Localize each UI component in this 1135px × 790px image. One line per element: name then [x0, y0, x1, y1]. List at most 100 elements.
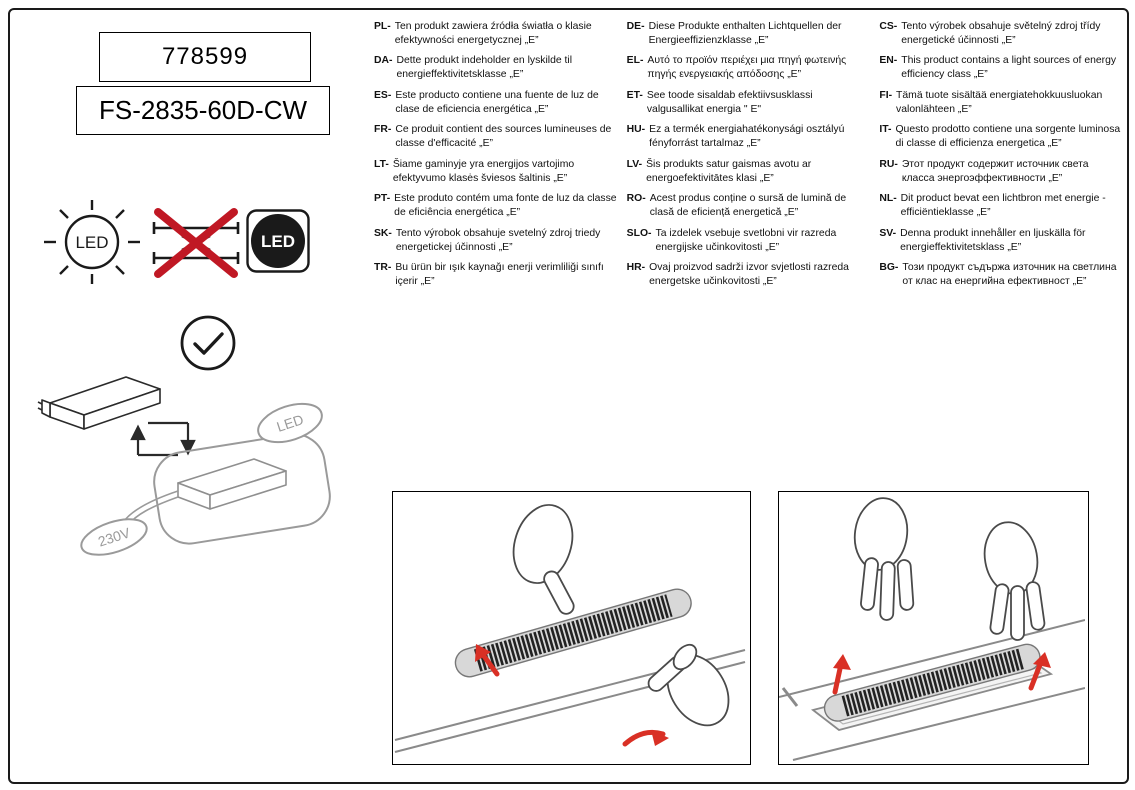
language-code: SLO-: [626, 227, 652, 239]
check-circle-icon: [180, 315, 236, 371]
translation-entry: IT- Questo prodotto contiene una sorgent…: [879, 123, 1122, 150]
translation-text: Ten produkt zawiera źródła światła o kla…: [394, 21, 592, 46]
translation-text: Šiame gaminyje yra energijos vartojimo e…: [392, 158, 575, 184]
translation-entry: FI- Tämä tuote sisältää energiatehokkuus…: [879, 89, 1122, 116]
translation-entry: FR- Ce produit contient des sources lumi…: [374, 123, 617, 150]
red-arrow-right: [1028, 652, 1051, 691]
language-code: NL-: [879, 193, 897, 205]
translation-text: Questo prodotto contiene una sorgente lu…: [895, 124, 1121, 150]
language-code: HR-: [626, 262, 646, 274]
translation-text: Tento výrobok obsahuje svetelný zdroj tr…: [395, 227, 601, 253]
language-code: DE-: [626, 21, 645, 32]
product-number-box: 778599: [99, 32, 311, 82]
language-code: LV-: [626, 158, 643, 170]
diagram-230v-oval: 230V: [80, 518, 148, 556]
translations-column-3: CS- Tento výrobek obsahuje světelný zdro…: [879, 20, 1122, 296]
language-code: SV-: [879, 227, 897, 239]
translation-text: This product contains a light sources of…: [901, 55, 1117, 81]
translation-entry: BG- Този продукт съдържа източник на све…: [879, 261, 1122, 288]
translation-text: Bu ürün bir ışık kaynağı enerji verimlil…: [395, 262, 604, 288]
language-code: BG-: [879, 262, 899, 274]
translation-entry: HR- Ovaj proizvod sadrži izvor svjetlost…: [627, 261, 870, 288]
language-code: ET-: [626, 89, 643, 101]
translation-text: Diese Produkte enthalten Lichtquellen de…: [648, 21, 842, 46]
driver-replacement-diagram: LED 230V: [37, 315, 331, 556]
translation-entry: SLO- Ta izdelek vsebuje svetlobni vir ra…: [627, 227, 870, 254]
translation-text: Ez a termék energiahatékonysági osztályú…: [649, 124, 845, 150]
translation-entry: NL- Dit product bevat een lichtbron met …: [879, 192, 1122, 219]
sheet-border: 778599 FS-2835-60D-CW LED: [8, 8, 1129, 784]
translation-entry: ES- Este producto contiene una fuente de…: [374, 89, 617, 116]
language-code: EL-: [626, 55, 644, 67]
translations-column-1: PL- Ten produkt zawiera źródła światła o…: [374, 20, 617, 296]
exchange-arrows-icon: [130, 421, 196, 457]
translation-text: Šis produkts satur gaismas avotu ar ener…: [646, 158, 812, 184]
language-code: ES-: [374, 89, 392, 101]
translation-text: Dit product bevat een lichtbron met ener…: [900, 193, 1106, 219]
hand-left: [853, 497, 915, 621]
red-arrow-left: [832, 654, 851, 695]
translation-entry: EL- Αυτό το προϊόν περιέχει μια πηγή φωτ…: [627, 54, 870, 81]
led-strip: [454, 588, 692, 678]
translation-entry: PT- Este produto contém uma fonte de luz…: [374, 192, 617, 219]
language-code: FI-: [879, 89, 893, 101]
translation-text: Dette produkt indeholder en lyskilde til…: [396, 55, 573, 81]
translations-column-2: DE- Diese Produkte enthalten Lichtquelle…: [627, 20, 870, 296]
language-code: TR-: [374, 262, 392, 274]
language-code: EN-: [879, 55, 898, 67]
translation-entry: EN- This product contains a light source…: [879, 54, 1122, 81]
red-cross-icon: [154, 208, 238, 278]
translation-entry: LT- Šiame gaminyje yra energijos vartoji…: [374, 158, 617, 185]
led-driver-new: [177, 458, 287, 510]
installation-panel-1: [392, 491, 751, 765]
translation-text: Tento výrobek obsahuje světelný zdroj tř…: [901, 21, 1101, 46]
red-arrow-bottom: [622, 729, 669, 747]
led-badge-label: LED: [261, 232, 295, 251]
translation-text: Ovaj proizvod sadrži izvor svjetlosti ra…: [649, 262, 849, 288]
installation-illustration-1: [394, 504, 746, 753]
language-code: LT-: [374, 158, 389, 170]
translation-entry: DE- Diese Produkte enthalten Lichtquelle…: [627, 20, 870, 47]
hand-top: [512, 504, 575, 615]
led-strip: [823, 643, 1041, 722]
language-code: SK-: [374, 227, 392, 239]
translation-entry: HU- Ez a termék energiahatékonysági oszt…: [627, 123, 870, 150]
translation-entry: LV- Šis produkts satur gaismas avotu ar …: [627, 158, 870, 185]
language-code: RO-: [626, 193, 646, 205]
no-fluorescent-icon: [152, 208, 240, 278]
led-sun-circle: [64, 214, 120, 270]
translation-entry: DA- Dette produkt indeholder en lyskilde…: [374, 54, 617, 81]
language-code: RU-: [879, 158, 898, 170]
translations-area: PL- Ten produkt zawiera źródła światła o…: [374, 20, 1122, 296]
translation-entry: SK- Tento výrobok obsahuje svetelný zdro…: [374, 227, 617, 254]
translation-text: Denna produkt innehåller en ljuskälla fö…: [900, 227, 1086, 253]
translation-text: Este producto contiene una fuente de luz…: [395, 89, 599, 115]
translation-text: Ta izdelek vsebuje svetlobni vir razreda…: [655, 227, 837, 253]
surface-edges: [779, 619, 1085, 761]
translation-entry: ET- See toode sisaldab efektiivsusklassi…: [627, 89, 870, 116]
translation-entry: RO- Acest produs conține o sursă de lumi…: [627, 192, 870, 219]
translation-entry: SV- Denna produkt innehåller en ljuskäll…: [879, 227, 1122, 254]
translation-text: See toode sisaldab efektiivsusklassi val…: [646, 89, 813, 115]
language-code: PL-: [374, 21, 391, 32]
translation-entry: PL- Ten produkt zawiera źródła światła o…: [374, 20, 617, 47]
translation-text: Этот продукт содержит источник света кла…: [901, 158, 1089, 184]
translation-text: Αυτό το προϊόν περιέχει μια πηγή φωτεινή…: [647, 55, 847, 81]
language-code: DA-: [374, 55, 393, 67]
product-model: FS-2835-60D-CW: [98, 95, 308, 125]
translation-entry: TR- Bu ürün bir ışık kaynağı enerji veri…: [374, 261, 617, 288]
diagram-led-oval: LED: [257, 402, 323, 444]
language-code: HU-: [626, 124, 646, 136]
hand-right: [983, 521, 1046, 641]
language-code: FR-: [374, 124, 392, 136]
translation-text: Este produto contém uma fonte de luz da …: [394, 193, 617, 219]
product-model-box: FS-2835-60D-CW: [76, 86, 330, 135]
hand-right: [647, 643, 730, 727]
translation-text: Ce produit contient des sources lumineus…: [395, 124, 612, 150]
installation-panel-2: [778, 491, 1089, 765]
language-code: IT-: [879, 124, 892, 136]
replacement-driver-zone: LED 230V: [80, 402, 331, 556]
language-code: CS-: [879, 21, 898, 32]
led-sun-icon: LED: [44, 200, 140, 284]
